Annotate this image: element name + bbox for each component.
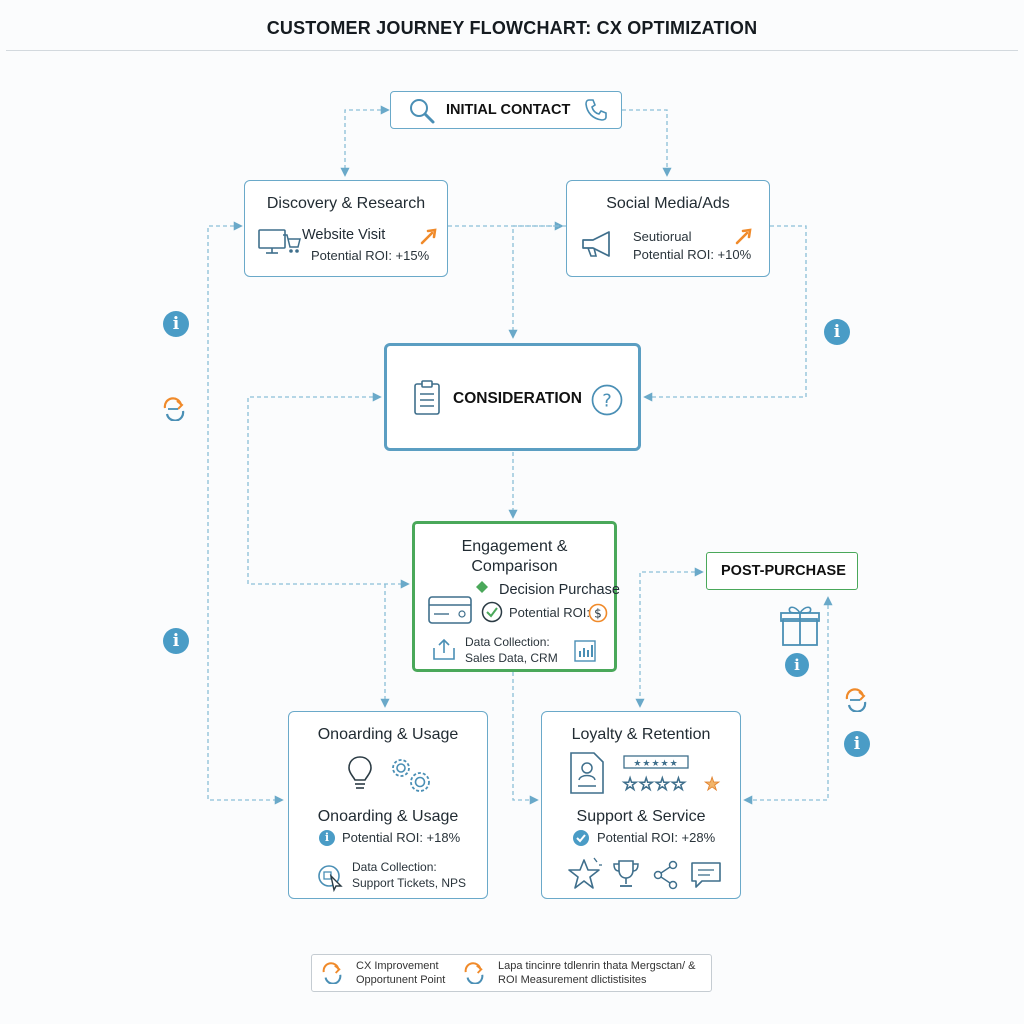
engagement-decision: Decision Purchase [499, 582, 620, 598]
star-icon [568, 857, 602, 889]
search-icon [410, 99, 435, 124]
social-title: Social Media/Ads [606, 195, 730, 212]
svg-text:☆☆☆☆: ☆☆☆☆ [622, 774, 687, 794]
engagement-roi: Potential ROI: [509, 605, 590, 620]
legend: CX Improvement Opportunent Point Lapa ti… [311, 954, 712, 992]
trophy-icon [613, 860, 639, 887]
info-icon[interactable]: i [163, 311, 189, 337]
question-icon: ? [591, 384, 623, 416]
consideration-node[interactable]: CONSIDERATION ? [384, 343, 641, 451]
info-icon: i [319, 830, 335, 846]
computer-cart-icon [258, 229, 301, 254]
loyalty-subtitle: Support & Service [576, 808, 706, 825]
refresh-icon [322, 962, 342, 984]
legend-item2-line1: Lapa tincinre tdlenrin thata Mergsctan/ … [498, 960, 696, 972]
dollar-icon: $ [588, 603, 608, 623]
engagement-data-label: Data Collection: [465, 635, 550, 649]
megaphone-icon [582, 231, 610, 257]
clipboard-icon [414, 380, 440, 415]
check-icon [573, 830, 589, 846]
trend-up-icon [735, 228, 752, 245]
social-subtitle: Seutiorual [633, 229, 692, 244]
social-media-node[interactable]: Social Media/Ads Seutiorual Potential RO… [566, 180, 770, 277]
stars-rating-icon: ★★★★★ ☆☆☆☆ ★ [622, 755, 721, 794]
social-roi: Potential ROI: +10% [633, 247, 752, 262]
post-purchase-node[interactable]: POST-PURCHASE [706, 552, 858, 590]
engagement-title-line2: Comparison [471, 558, 558, 575]
legend-item1-line1: CX Improvement [356, 960, 439, 972]
gears-icon [392, 759, 430, 792]
check-icon [481, 601, 503, 623]
svg-text:?: ? [602, 391, 612, 412]
initial-contact-label: INITIAL CONTACT [446, 102, 571, 118]
onboarding-data-value: Support Tickets, NPS [352, 876, 467, 890]
legend-item2-line2: ROI Measurement dlictistisites [498, 974, 647, 986]
refresh-icon[interactable] [843, 688, 869, 712]
engagement-title-line1: Engagement & [461, 538, 568, 555]
loyalty-node[interactable]: Loyalty & Retention ★★★★★ ☆☆☆☆ ★ Support… [541, 711, 741, 899]
info-icon[interactable]: i [785, 653, 809, 677]
upload-icon [433, 638, 455, 660]
cursor-icon [318, 865, 343, 892]
onboarding-title: Onoarding & Usage [317, 726, 459, 743]
diamond-icon [476, 581, 488, 593]
discovery-research-node[interactable]: Discovery & Research Website Visit Poten… [244, 180, 448, 277]
trend-up-icon [420, 228, 437, 245]
svg-text:★★★★★: ★★★★★ [633, 759, 678, 769]
info-icon[interactable]: i [824, 319, 850, 345]
refresh-icon [464, 962, 484, 984]
consideration-label: CONSIDERATION [453, 390, 582, 407]
gift-icon [780, 606, 820, 646]
credit-card-icon [428, 596, 472, 624]
legend-item1-line2: Opportunent Point [356, 974, 446, 986]
engagement-data-value: Sales Data, CRM [465, 651, 558, 665]
discovery-subtitle: Website Visit [302, 227, 386, 243]
page-title: CUSTOMER JOURNEY FLOWCHART: CX OPTIMIZAT… [266, 18, 758, 38]
title-divider [6, 50, 1018, 51]
engagement-node[interactable]: Engagement & Comparison Decision Purchas… [412, 521, 620, 672]
refresh-icon[interactable] [161, 397, 187, 421]
chat-icon [691, 862, 721, 888]
lightbulb-icon [348, 756, 372, 789]
svg-text:★: ★ [704, 774, 720, 794]
onboarding-subtitle: Onoarding & Usage [317, 808, 459, 825]
profile-card-icon [570, 752, 604, 794]
loyalty-roi: Potential ROI: +28% [597, 830, 716, 845]
onboarding-data-label: Data Collection: [352, 860, 437, 874]
onboarding-roi: Potential ROI: +18% [342, 830, 461, 845]
svg-text:$: $ [594, 607, 602, 621]
post-purchase-label: POST-PURCHASE [721, 563, 846, 579]
phone-icon [585, 99, 607, 121]
onboarding-node[interactable]: Onoarding & Usage Onoarding & Usage i Po… [288, 711, 488, 899]
initial-contact-node[interactable]: INITIAL CONTACT [390, 91, 622, 129]
info-icon[interactable]: i [844, 731, 870, 757]
discovery-title: Discovery & Research [266, 195, 426, 212]
info-icon[interactable]: i [163, 628, 189, 654]
share-icon [653, 860, 678, 890]
bar-chart-icon [574, 640, 596, 662]
discovery-roi: Potential ROI: +15% [311, 248, 430, 263]
loyalty-title: Loyalty & Retention [571, 726, 711, 743]
